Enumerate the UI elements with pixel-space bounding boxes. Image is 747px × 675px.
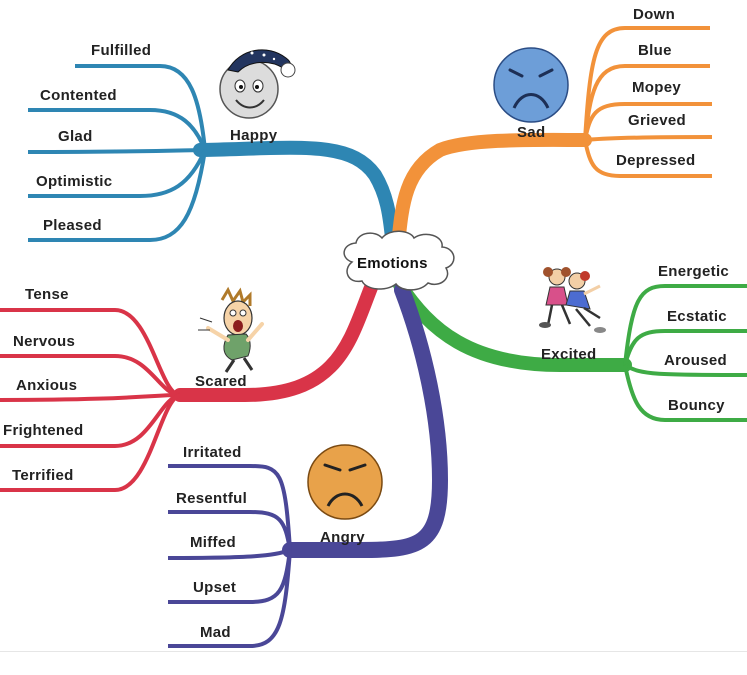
leaf-scared-tense: Tense <box>25 286 69 303</box>
sad-main-branch <box>391 132 592 252</box>
branch-label-happy: Happy <box>230 127 278 144</box>
dancing-girls-icon <box>539 267 606 333</box>
sad-sub-branches <box>583 26 713 178</box>
scared-figure-icon <box>198 286 264 373</box>
scared-main-branch <box>173 278 379 402</box>
leaf-angry-mad: Mad <box>200 624 231 641</box>
leaf-scared-terrified: Terrified <box>12 467 74 484</box>
leaf-happy-contented: Contented <box>40 87 117 104</box>
leaf-angry-upset: Upset <box>193 579 237 596</box>
leaf-sad-down: Down <box>633 6 676 23</box>
branch-label-excited: Excited <box>541 346 597 363</box>
bottom-divider <box>0 651 747 652</box>
leaf-sad-mopey: Mopey <box>632 79 682 96</box>
leaf-happy-pleased: Pleased <box>43 217 102 234</box>
angry-main-branch <box>282 282 449 558</box>
leaf-excited-bouncy: Bouncy <box>668 397 725 414</box>
happy-sub-branches <box>27 64 207 242</box>
branch-label-scared: Scared <box>195 373 247 390</box>
angry-face-icon <box>307 444 383 520</box>
leaf-sad-blue: Blue <box>638 42 672 59</box>
excited-sub-branches <box>623 284 747 422</box>
leaf-excited-ecstatic: Ecstatic <box>667 308 727 325</box>
leaf-angry-irritated: Irritated <box>183 444 242 461</box>
sad-face-icon <box>493 47 569 123</box>
leaf-happy-optimistic: Optimistic <box>36 173 113 190</box>
leaf-angry-miffed: Miffed <box>190 534 236 551</box>
leaf-sad-grieved: Grieved <box>628 112 686 129</box>
leaf-scared-frightened: Frightened <box>3 422 84 439</box>
leaf-sad-depressed: Depressed <box>616 152 696 169</box>
leaf-angry-resentful: Resentful <box>176 490 248 507</box>
leaf-happy-fulfilled: Fulfilled <box>91 42 152 59</box>
leaf-excited-energetic: Energetic <box>658 263 730 280</box>
angry-sub-branches <box>167 464 292 648</box>
branch-label-sad: Sad <box>517 124 546 141</box>
happy-main-branch <box>193 140 400 252</box>
smiling-moon-icon <box>219 49 296 119</box>
scared-sub-branches <box>0 308 181 492</box>
emotions-cloud <box>343 230 455 291</box>
leaf-happy-glad: Glad <box>58 128 93 145</box>
center-node-label: Emotions <box>357 255 428 272</box>
leaf-excited-aroused: Aroused <box>664 352 727 369</box>
leaf-scared-nervous: Nervous <box>13 333 76 350</box>
branch-label-angry: Angry <box>320 529 365 546</box>
leaf-scared-anxious: Anxious <box>16 377 78 394</box>
